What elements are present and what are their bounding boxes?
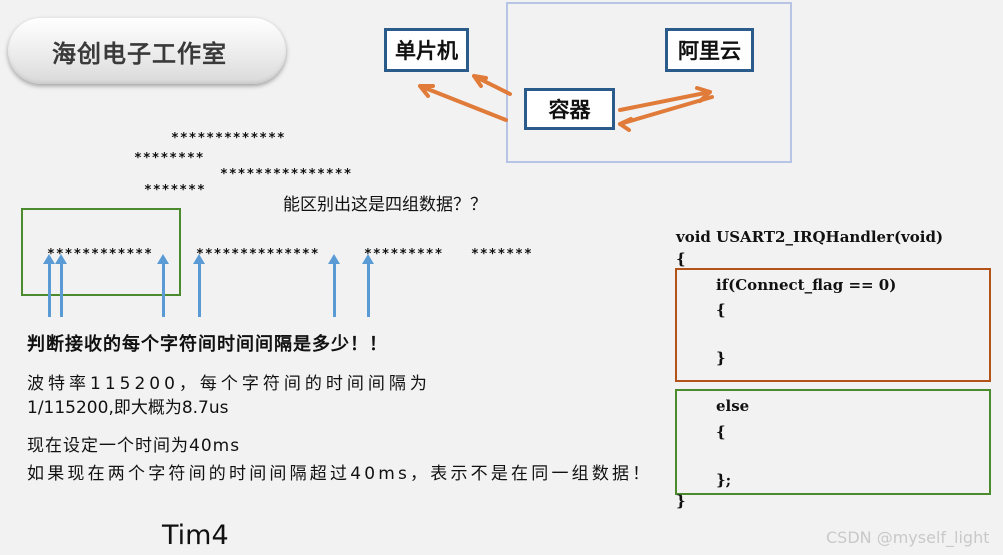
rule-note: 如果现在两个字符间的时间间隔超过40ms，表示不是在同一组数据！	[27, 464, 653, 484]
star-group-1: ************	[47, 247, 153, 262]
up-arrow-icon	[157, 254, 169, 317]
cloud-region-box	[506, 2, 792, 163]
code-close-brace: }	[676, 492, 686, 510]
baud-note-line-1: 波特率115200，每个字符间的时间间隔为	[27, 374, 431, 394]
arrow-mcu-container	[472, 74, 512, 96]
first-group-box	[21, 208, 181, 296]
timer-label: Tim4	[162, 520, 229, 551]
star-group-2: **************	[196, 247, 320, 262]
timeout-note: 现在设定一个时间为40ms	[27, 436, 241, 456]
container-node: 容器	[524, 88, 615, 130]
arrow-container-mcu	[418, 84, 508, 122]
judge-note: 判断接收的每个字符间时间间隔是多少！！	[27, 334, 388, 355]
mcu-node: 单片机	[384, 28, 469, 72]
up-arrow-icon	[362, 254, 374, 317]
studio-title: 海创电子工作室	[52, 40, 227, 68]
code-else-open: {	[716, 423, 726, 441]
code-if-open: {	[716, 301, 726, 319]
code-else-line: else	[716, 397, 750, 415]
up-arrow-icon	[55, 254, 67, 317]
if-branch-box	[675, 268, 991, 382]
cloud-node: 阿里云	[665, 28, 754, 72]
star-row-2: ********	[134, 151, 205, 166]
code-else-close: };	[716, 471, 732, 489]
else-branch-box	[675, 389, 991, 495]
arrow-container-cloud	[618, 86, 712, 112]
star-row-4: *******	[144, 183, 206, 198]
star-group-3: *********	[364, 247, 444, 262]
arrow-cloud-container	[618, 95, 714, 132]
question-text: 能区别出这是四组数据？？	[283, 195, 487, 215]
code-if-line: if(Connect_flag == 0)	[716, 276, 897, 294]
star-row-1: *************	[171, 131, 286, 146]
baud-note-line-2: 1/115200,即大概为8.7us	[27, 398, 229, 418]
up-arrow-icon	[193, 254, 205, 317]
code-open-brace: {	[676, 250, 686, 268]
code-if-close: }	[716, 349, 726, 367]
csdn-watermark: CSDN @myself_light	[826, 528, 990, 547]
title-banner: 海创电子工作室	[8, 18, 286, 84]
code-signature: void USART2_IRQHandler(void)	[676, 228, 944, 246]
up-arrow-icon	[43, 254, 55, 317]
star-group-4: *******	[471, 247, 533, 262]
up-arrow-icon	[328, 254, 340, 317]
star-row-3: ***************	[220, 167, 353, 182]
